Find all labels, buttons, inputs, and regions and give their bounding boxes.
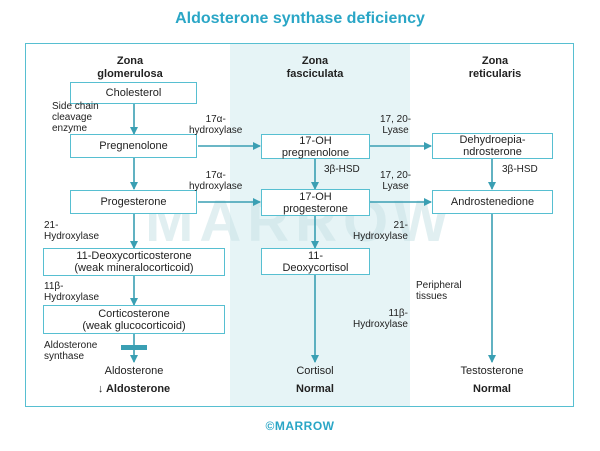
side-chain-line1: Side chain — [52, 101, 99, 112]
zone-fasciculata-header: Zona fasciculata — [240, 55, 390, 81]
17a-hydroxylase-1-line1: 17α- — [205, 114, 226, 125]
result-cortisol: Normal — [296, 383, 334, 395]
box-progesterone: Progesterone — [70, 190, 197, 214]
pregnenolone-label: Pregnenolone — [99, 140, 168, 152]
11b-hydroxylase-1-line2: Hydroxylase — [44, 292, 100, 303]
deoxycortisol-line2: Deoxycortisol — [282, 261, 349, 274]
box-corticosterone: Corticosterone (weak glucocorticoid) — [43, 305, 225, 334]
product-aldosterone: Aldosterone — [104, 365, 164, 377]
side-chain-line3: enzyme — [52, 123, 88, 134]
21-hydroxylase-1-line1: 21- — [44, 220, 59, 231]
progesterone-label: Progesterone — [100, 196, 167, 208]
dhea-line2: ndrosterone — [463, 146, 522, 158]
11b-hydroxylase-2-line2: Hydroxylase — [352, 319, 408, 330]
enzyme-side-chain-cleavage: Side chain cleavage enzyme — [52, 101, 99, 134]
zone-fasciculata-line1: Zona — [301, 55, 329, 67]
enzyme-17a-hydroxylase-2: 17α- hydroxylase — [189, 170, 242, 192]
aldosterone-synthase-block-bar — [121, 345, 147, 350]
enzyme-17-20-lyase-2: 17, 20- Lyase — [380, 170, 411, 192]
enzyme-11b-hydroxylase-1: 11β- Hydroxylase — [44, 281, 99, 303]
box-deoxycortisol: 11- Deoxycortisol — [261, 248, 370, 275]
enzyme-3b-hsd-2: 3β-HSD — [502, 164, 538, 175]
box-androstenedione: Androstenedione — [432, 190, 553, 214]
lyase-1-line1: 17, 20- — [380, 114, 412, 125]
aldosterone-synthase-line2: synthase — [44, 351, 85, 362]
enzyme-21-hydroxylase-2: 21- Hydroxylase — [328, 220, 408, 242]
17a-hydroxylase-2-line1: 17α- — [205, 170, 226, 181]
zone-fasciculata-line2: fasciculata — [286, 68, 344, 80]
21-hydroxylase-2-line1: 21- — [393, 220, 408, 231]
corticosterone-line1: Corticosterone — [98, 307, 170, 320]
zone-reticularis-line1: Zona — [481, 55, 509, 67]
enzyme-11b-hydroxylase-2: 11β- Hydroxylase — [328, 308, 408, 330]
deoxycorticosterone-line2: (weak mineralocorticoid) — [74, 262, 194, 274]
peripheral-line2: tissues — [416, 291, 448, 302]
zone-glomerulosa-line1: Zona — [116, 55, 144, 67]
21-hydroxylase-1-line2: Hydroxylase — [44, 231, 100, 242]
box-pregnenolone: Pregnenolone — [70, 134, 197, 158]
box-deoxycorticosterone: 11-Deoxycorticosterone (weak mineralocor… — [43, 248, 225, 276]
box-17oh-pregnenolone: 17-OH pregnenolone — [261, 134, 370, 159]
enzyme-3b-hsd-1: 3β-HSD — [324, 164, 360, 175]
zone-glomerulosa-header: Zona glomerulosa — [55, 55, 205, 81]
17a-hydroxylase-2-line2: hydroxylase — [189, 181, 243, 192]
copyright-symbol: © — [265, 419, 275, 433]
lyase-1-line2: Lyase — [382, 125, 409, 136]
enzyme-17a-hydroxylase-1: 17α- hydroxylase — [189, 114, 242, 136]
brand-name: MARROW — [274, 419, 335, 433]
aldosterone-synthase-line1: Aldosterone — [44, 340, 98, 351]
peripheral-line1: Peripheral — [416, 280, 462, 291]
lyase-2-line1: 17, 20- — [380, 170, 412, 181]
17oh-pregnenolone-line2: pregnenolone — [281, 146, 350, 159]
footer-brand: ©MARROW — [0, 419, 600, 433]
zone-glomerulosa-line2: glomerulosa — [97, 68, 163, 80]
11b-hydroxylase-2-line1: 11β- — [388, 308, 408, 319]
box-17oh-progesterone: 17-OH progesterone — [261, 189, 370, 216]
androstenedione-label: Androstenedione — [450, 196, 535, 208]
deoxycorticosterone-line1: 11-Deoxycorticosterone — [76, 250, 192, 262]
dhea-line1: Dehydroepia- — [459, 134, 526, 146]
fasciculata-band — [230, 44, 410, 406]
diagram-title: Aldosterone synthase deficiency — [175, 10, 425, 27]
zone-reticularis-line2: reticularis — [468, 68, 522, 80]
result-aldosterone: ↓ Aldosterone — [97, 383, 171, 395]
corticosterone-line2: (weak glucocorticoid) — [82, 319, 186, 332]
lyase-2-line2: Lyase — [382, 181, 409, 192]
cholesterol-label: Cholesterol — [105, 87, 162, 99]
zone-reticularis-header: Zona reticularis — [420, 55, 570, 81]
result-testosterone: Normal — [473, 383, 511, 395]
17a-hydroxylase-1-line2: hydroxylase — [189, 125, 243, 136]
product-testosterone: Testosterone — [460, 365, 524, 377]
17oh-pregnenolone-line1: 17-OH — [299, 134, 332, 147]
enzyme-21-hydroxylase-1: 21- Hydroxylase — [44, 220, 99, 242]
diagram-frame — [25, 43, 574, 407]
box-dhea: Dehydroepia- ndrosterone — [432, 133, 553, 159]
box-cholesterol: Cholesterol — [70, 82, 197, 104]
side-chain-line2: cleavage — [52, 112, 93, 123]
deoxycortisol-line1: 11- — [307, 249, 324, 262]
17oh-progesterone-line1: 17-OH — [299, 190, 332, 203]
17oh-progesterone-line2: progesterone — [283, 202, 348, 215]
product-cortisol: Cortisol — [296, 365, 334, 377]
peripheral-tissues-label: Peripheral tissues — [416, 280, 462, 302]
enzyme-17-20-lyase-1: 17, 20- Lyase — [380, 114, 411, 136]
enzyme-aldosterone-synthase: Aldosterone synthase — [44, 340, 97, 362]
21-hydroxylase-2-line2: Hydroxylase — [352, 231, 408, 242]
11b-hydroxylase-1-line1: 11β- — [44, 281, 64, 292]
